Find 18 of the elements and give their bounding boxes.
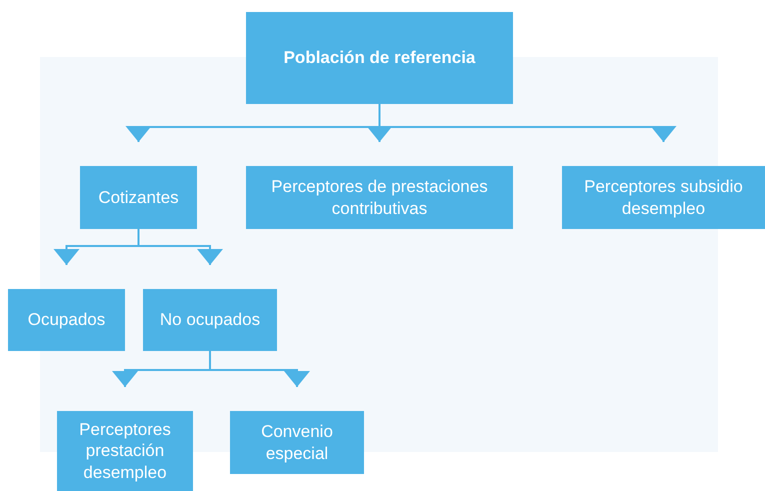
arrow (138, 229, 223, 265)
box-label: Perceptores de prestaciones contributivas (270, 176, 489, 219)
process-box (230, 411, 364, 474)
process-box (80, 166, 197, 229)
process-box (246, 12, 513, 104)
process-box (246, 166, 513, 229)
box-label: Ocupados (28, 309, 106, 331)
process-box (8, 289, 125, 351)
arrow (209, 351, 310, 387)
process-box (143, 289, 277, 351)
box-label: Perceptores subsidio desempleo (583, 176, 744, 219)
box-label: Convenio especial (260, 421, 334, 464)
box-label: Población de referencia (284, 47, 476, 69)
box-label: Cotizantes (98, 186, 179, 208)
box-label: No ocupados (160, 309, 260, 331)
box-label: Perceptores prestación desempleo (78, 419, 172, 483)
process-box (57, 411, 193, 491)
process-box (562, 166, 765, 229)
